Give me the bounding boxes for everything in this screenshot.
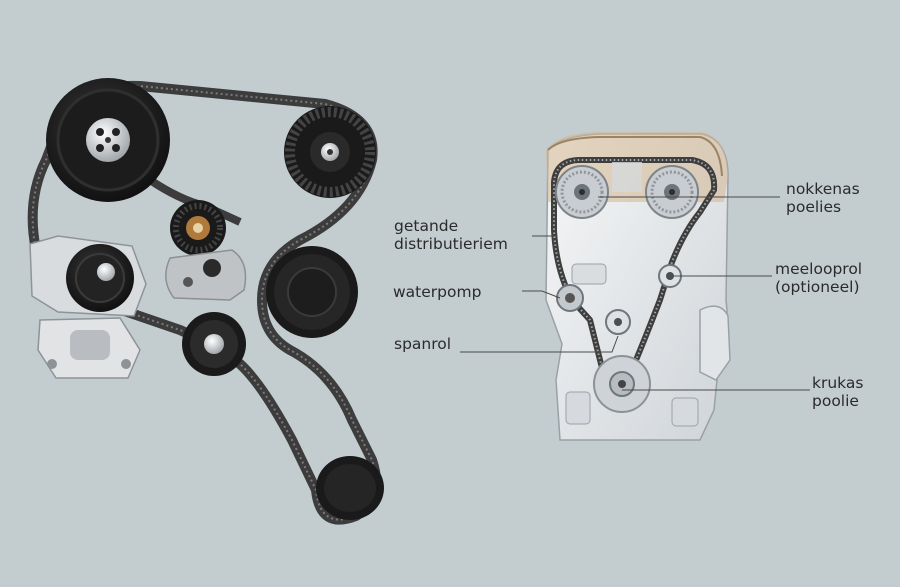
lower-idler-pulley — [182, 312, 246, 376]
leader-tensioner — [460, 335, 619, 353]
alternator-pulley — [316, 456, 384, 520]
tensioner-roller — [605, 309, 631, 335]
crankshaft-sprocket — [593, 355, 651, 413]
label-idler-line1: meelooprol — [775, 260, 863, 278]
label-timing-belt-line1: getande — [394, 217, 459, 235]
label-timing-belt: getande distributieriem — [394, 217, 508, 253]
label-camshaft-pulleys: nokkenas poelies — [786, 180, 860, 216]
water-pump-assembly — [29, 235, 147, 379]
small-idler-pulley — [170, 200, 226, 256]
label-crankshaft-line1: krukas — [812, 374, 864, 392]
engine-timing-illustration — [545, 132, 731, 441]
label-crankshaft-pulley: krukas poolie — [812, 374, 863, 410]
label-water-pump: waterpomp — [393, 283, 481, 301]
water-pump-sprocket — [556, 284, 584, 312]
tensioner-bracket — [165, 249, 247, 301]
label-water-pump-line1: waterpomp — [393, 283, 482, 301]
leader-water-pump — [522, 290, 561, 299]
camshaft-pulley-left — [555, 165, 609, 219]
ribbed-idler-pulley — [284, 106, 376, 198]
accessory-drive-illustration — [27, 78, 384, 525]
label-tensioner-line1: spanrol — [394, 335, 452, 353]
damper-pulley — [46, 78, 170, 202]
label-idler-line2: (optioneel) — [775, 278, 860, 296]
label-idler: meelooprol (optioneel) — [775, 260, 862, 296]
camshaft-pulley-right — [645, 165, 699, 219]
label-camshaft-line2: poelies — [786, 198, 842, 216]
label-tensioner: spanrol — [394, 335, 451, 353]
label-camshaft-line1: nokkenas — [786, 180, 860, 198]
timing-idler-pulley — [658, 264, 682, 288]
label-timing-belt-line2: distributieriem — [394, 235, 508, 253]
smooth-idler-pulley — [266, 246, 358, 338]
label-crankshaft-line2: poolie — [812, 392, 859, 410]
leader-lines — [460, 196, 810, 391]
